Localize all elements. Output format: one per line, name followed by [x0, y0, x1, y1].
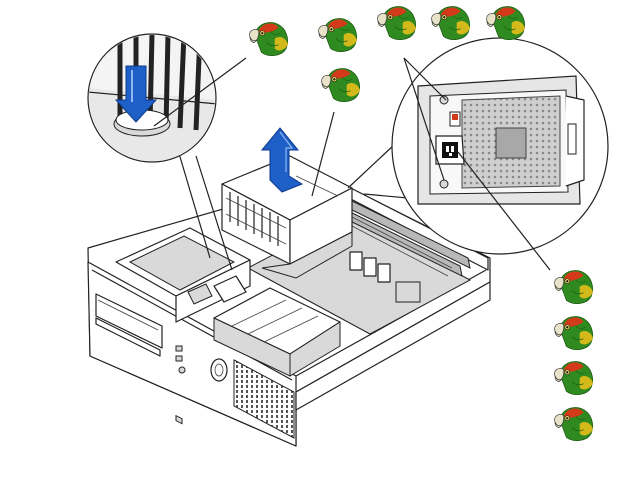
parrot-icon: [377, 6, 417, 41]
parrot-icon: [554, 407, 594, 442]
voltage-switch: [452, 114, 458, 120]
parrot-icon: [486, 6, 526, 41]
parrot-icon: [554, 361, 594, 396]
parrot-icon: [318, 18, 358, 53]
parrot-icon: [554, 270, 594, 305]
callout-leader-lines: [153, 57, 551, 271]
screw-icon: [439, 179, 449, 189]
headphone-jack-icon: [178, 366, 186, 374]
screw-icon: [439, 95, 449, 105]
fan-hub: [495, 127, 527, 159]
parrot-icon: [554, 316, 594, 351]
release-tab-detail-view: [87, 33, 233, 271]
power-supply-vents: [225, 192, 287, 246]
release-latch: [213, 275, 247, 303]
power-supply-unit: [221, 155, 353, 279]
front-vent-grille: [233, 359, 295, 439]
parrot-icon: [321, 68, 361, 103]
lift-up-arrow: [260, 127, 304, 193]
parrot-icon: [431, 6, 471, 41]
press-down-arrow: [114, 65, 158, 123]
power-supply-rear-detail-view: [347, 37, 609, 255]
power-button: [210, 358, 228, 382]
parrot-icon: [249, 22, 289, 57]
